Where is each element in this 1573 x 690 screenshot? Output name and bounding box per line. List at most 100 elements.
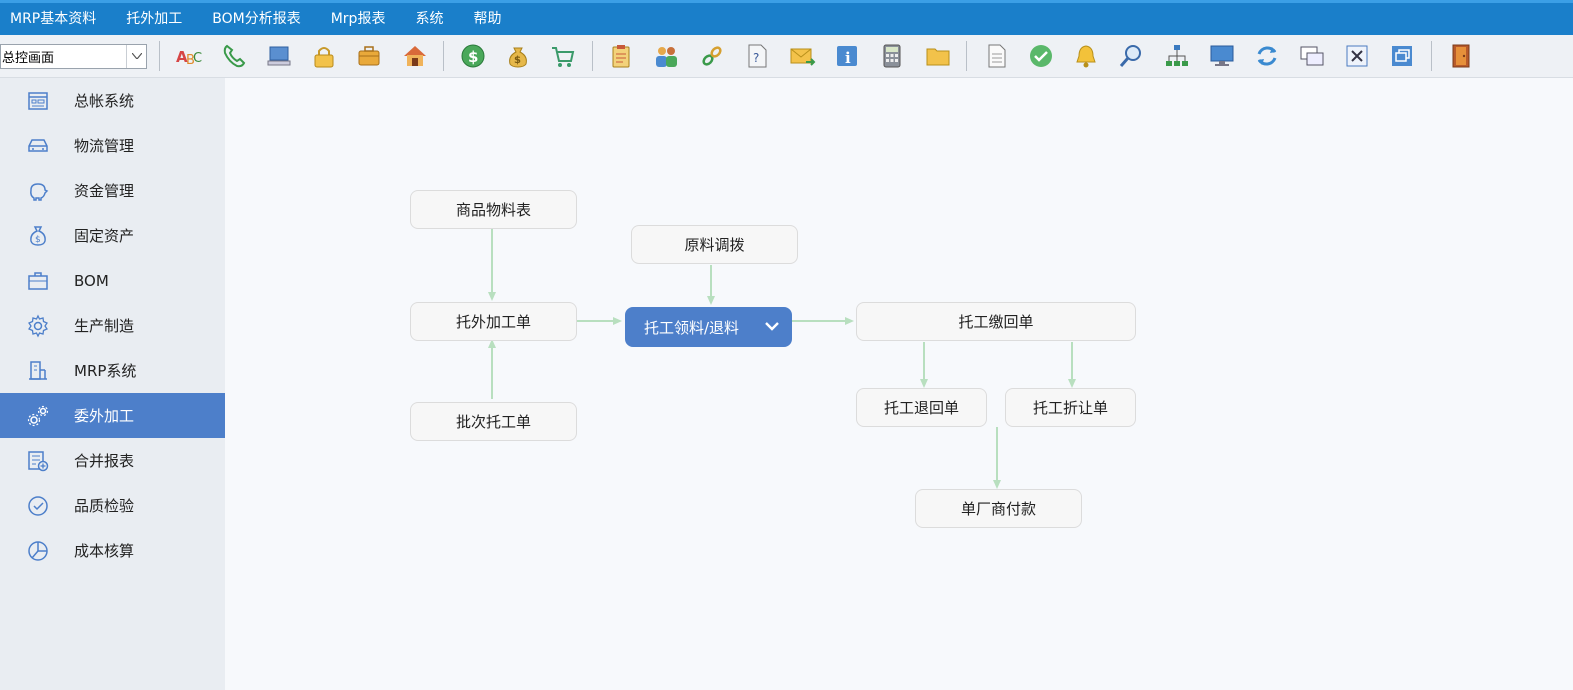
sidebar-item-label: 生产制造	[74, 317, 135, 335]
link-icon[interactable]	[695, 39, 729, 73]
sidebar-item-label: 委外加工	[74, 407, 135, 425]
car-icon	[26, 134, 50, 158]
node-label: 托工退回单	[883, 399, 959, 417]
sidebar-item-outsourcing[interactable]: 委外加工	[0, 393, 225, 438]
users-icon[interactable]	[649, 39, 683, 73]
info-icon[interactable]: i	[830, 39, 864, 73]
menu-mrp-basic[interactable]: MRP基本资料	[10, 11, 97, 27]
node-receipt[interactable]: 托工缴回单	[856, 302, 1136, 341]
money-bag-icon: $	[26, 224, 50, 248]
node-batch-order[interactable]: 批次托工单	[410, 402, 577, 441]
sidebar-item-label: BOM	[74, 271, 109, 290]
folder-icon[interactable]	[921, 39, 955, 73]
sidebar-item-production[interactable]: 生产制造	[0, 303, 225, 348]
house-icon[interactable]	[398, 39, 432, 73]
node-vendor-payment[interactable]: 单厂商付款	[915, 489, 1082, 528]
gears-icon	[26, 404, 50, 428]
monitor-icon[interactable]	[1205, 39, 1239, 73]
toolbar-separator	[966, 41, 968, 71]
lock-icon[interactable]	[307, 39, 341, 73]
node-label: 原料调拨	[684, 236, 745, 254]
windows-icon[interactable]	[1295, 39, 1329, 73]
svg-text:C: C	[193, 51, 202, 66]
menu-bom-report[interactable]: BOM分析报表	[212, 11, 301, 27]
sidebar-item-cost[interactable]: 成本核算	[0, 528, 225, 573]
sidebar-item-label: 固定资产	[74, 227, 135, 245]
org-chart-icon[interactable]	[1160, 39, 1194, 73]
phone-icon[interactable]	[217, 39, 251, 73]
menu-bar: MRP基本资料 托外加工 BOM分析报表 Mrp报表 系统 帮助	[0, 0, 1573, 35]
sidebar-item-label: 品质检验	[74, 497, 135, 515]
svg-text:i: i	[845, 49, 851, 67]
refresh-icon[interactable]	[1250, 39, 1284, 73]
exit-door-icon[interactable]	[1444, 39, 1478, 73]
menu-help[interactable]: 帮助	[473, 11, 502, 27]
briefcase-icon[interactable]	[352, 39, 386, 73]
sidebar-item-ledger[interactable]: 总帐系统	[0, 78, 225, 123]
menu-outsource[interactable]: 托外加工	[126, 11, 183, 27]
view-select[interactable]: 总控画面	[0, 43, 147, 69]
sidebar-item-logistics[interactable]: 物流管理	[0, 123, 225, 168]
mail-icon[interactable]	[785, 39, 819, 73]
toolbar-separator	[159, 41, 160, 71]
piggy-bank-icon	[26, 179, 50, 203]
sidebar-item-label: MRP系统	[74, 362, 137, 380]
calculator-icon[interactable]	[875, 39, 909, 73]
node-outsource-order[interactable]: 托外加工单	[410, 302, 577, 341]
sidebar-item-bom[interactable]: BOM	[0, 258, 225, 303]
sidebar-item-funds[interactable]: 资金管理	[0, 168, 225, 213]
node-label: 托工缴回单	[958, 313, 1034, 331]
menu-system[interactable]: 系统	[415, 11, 444, 27]
restore-window-icon[interactable]	[1385, 39, 1419, 73]
node-material-transfer[interactable]: 原料调拨	[631, 225, 798, 264]
ledger-icon	[26, 89, 50, 113]
svg-text:A: A	[176, 48, 188, 66]
clipboard-icon[interactable]	[604, 39, 638, 73]
document-icon[interactable]	[979, 39, 1013, 73]
search-icon[interactable]	[1114, 39, 1148, 73]
node-discount-order[interactable]: 托工折让单	[1005, 388, 1136, 427]
chevron-down-icon[interactable]	[765, 321, 779, 331]
toolbar-separator	[443, 41, 445, 71]
sidebar-item-mrp[interactable]: MRP系统	[0, 348, 225, 393]
svg-text:$: $	[514, 55, 521, 66]
laptop-icon[interactable]	[262, 39, 296, 73]
sidebar-item-label: 总帐系统	[74, 92, 135, 110]
pie-chart-icon	[26, 539, 50, 563]
sidebar-item-label: 资金管理	[74, 182, 135, 200]
report-add-icon	[26, 449, 50, 473]
node-label: 单厂商付款	[960, 500, 1036, 518]
building-icon	[26, 359, 50, 383]
sidebar-item-consolidated-report[interactable]: 合并报表	[0, 438, 225, 483]
briefcase-icon	[26, 269, 50, 293]
money-bag-icon[interactable]: $	[501, 39, 535, 73]
help-doc-icon[interactable]: ?	[740, 39, 774, 73]
svg-text:$: $	[35, 235, 41, 245]
sidebar-item-quality[interactable]: 品质检验	[0, 483, 225, 528]
bell-icon[interactable]	[1069, 39, 1103, 73]
node-label: 托工领料/退料	[644, 318, 740, 337]
node-product-material[interactable]: 商品物料表	[410, 190, 577, 229]
check-circle-icon[interactable]	[1024, 39, 1058, 73]
view-select-value: 总控画面	[2, 50, 55, 66]
svg-text:B: B	[186, 53, 195, 68]
svg-text:?: ?	[753, 51, 759, 65]
chevron-down-icon[interactable]	[126, 44, 146, 68]
node-return-order[interactable]: 托工退回单	[856, 388, 987, 427]
svg-text:$: $	[468, 48, 478, 66]
toolbar-separator	[591, 41, 593, 71]
close-window-icon[interactable]	[1340, 39, 1374, 73]
node-label: 商品物料表	[455, 201, 531, 219]
sidebar-item-fixed-assets[interactable]: $ 固定资产	[0, 213, 225, 258]
dollar-coin-icon[interactable]: $	[456, 39, 490, 73]
workflow-canvas	[225, 78, 1573, 690]
gear-icon	[26, 314, 50, 338]
sidebar-item-label: 物流管理	[74, 137, 135, 155]
node-label: 托工折让单	[1032, 399, 1108, 417]
menu-mrp-report[interactable]: Mrp报表	[330, 11, 386, 27]
node-pick-return-dropdown[interactable]: 托工领料/退料	[625, 307, 792, 347]
shopping-cart-icon[interactable]	[546, 39, 580, 73]
node-label: 批次托工单	[455, 413, 531, 431]
